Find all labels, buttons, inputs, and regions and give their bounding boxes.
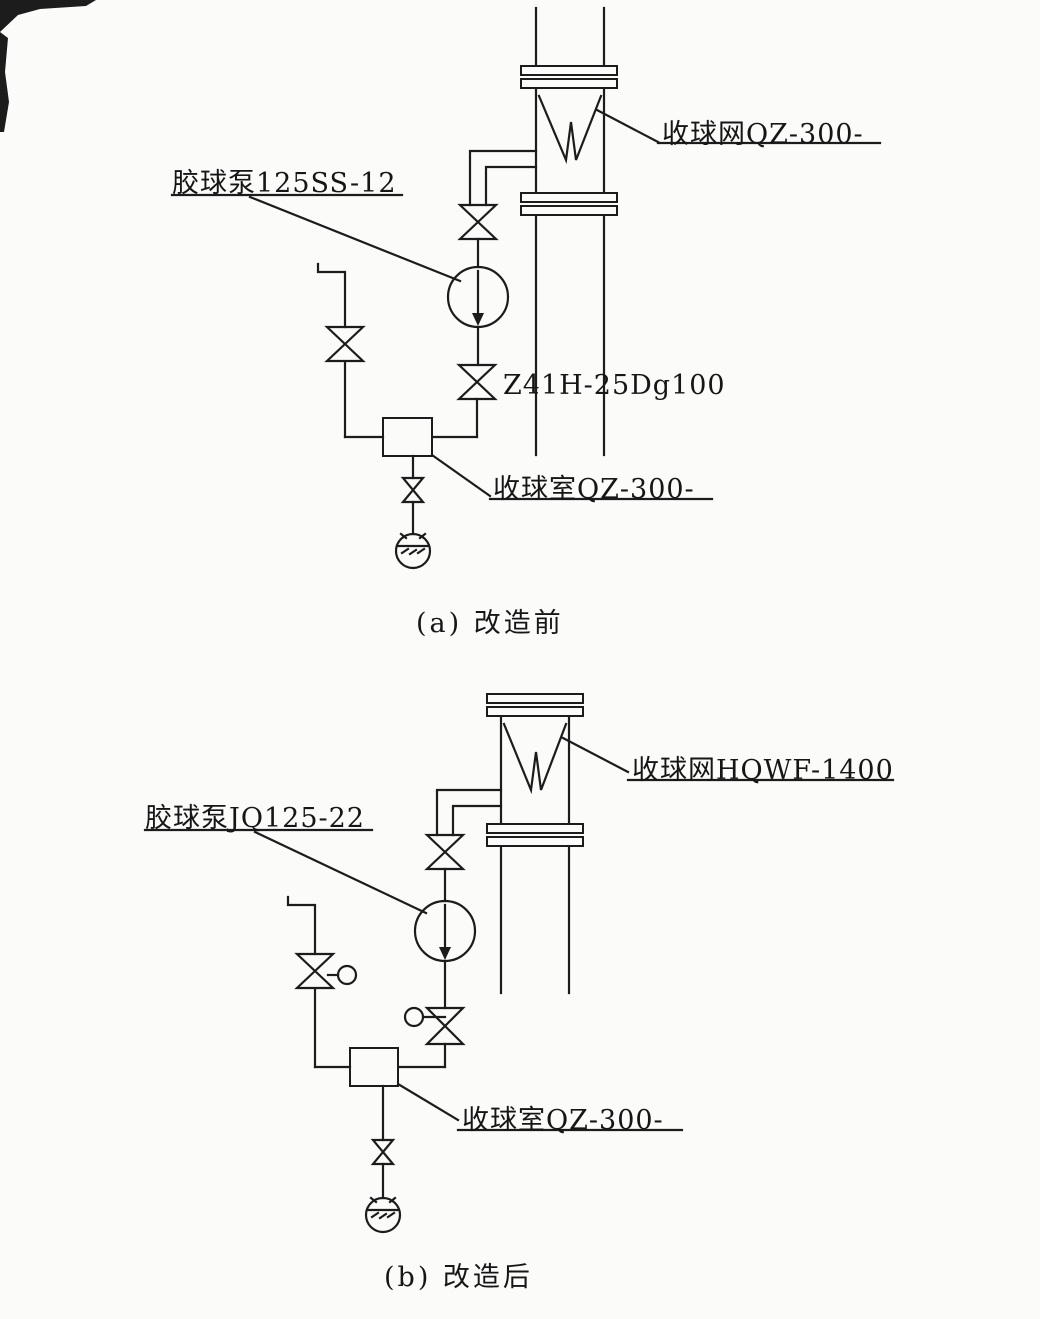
figure-b-caption: (b) 改造后	[384, 1262, 533, 1293]
valve-icon	[424, 833, 466, 871]
left-branch-pipe	[316, 262, 385, 439]
pump-label-a: 胶球泵125SS-12	[172, 168, 397, 199]
net-label-a: 收球网QZ-300-	[662, 119, 864, 150]
ball-net-icon	[502, 722, 568, 795]
riser-pipe	[534, 6, 606, 457]
valve-icon	[294, 952, 336, 990]
chamber-label-a: 收球室QZ-300-	[493, 474, 695, 505]
ball-chamber-icon	[382, 417, 433, 457]
scan-artifact	[0, 0, 96, 132]
valve-model-label-a: Z41H-25Dg100	[503, 370, 726, 401]
gauge-icon	[403, 1006, 447, 1028]
leader-lines	[143, 736, 895, 1132]
chamber-label-b: 收球室QZ-300-	[462, 1105, 664, 1136]
figure-b-linework	[143, 693, 895, 1234]
drain-valve-icon	[400, 476, 426, 504]
valve-icon	[456, 363, 498, 401]
net-label-b: 收球网HQWF-1400	[632, 755, 894, 786]
gauge-icon	[326, 964, 358, 986]
valve-icon	[324, 325, 366, 363]
flange-icon	[520, 65, 618, 89]
branch-pipe	[435, 788, 503, 837]
drain-trap-icon	[364, 1196, 402, 1234]
pump-icon	[446, 265, 510, 329]
ball-chamber-icon	[349, 1047, 399, 1087]
valve-icon	[457, 203, 499, 241]
branch-pipe	[468, 149, 538, 207]
valve-icon	[424, 1006, 466, 1046]
flange-icon	[486, 693, 584, 717]
drain-valve-icon	[370, 1138, 396, 1166]
flange-icon	[520, 192, 618, 216]
pump-icon	[413, 899, 477, 963]
figure-a-linework	[170, 6, 882, 570]
figure-a-caption: (a) 改造前	[416, 608, 564, 639]
pump-label-b: 胶球泵JQ125-22	[145, 803, 365, 834]
flange-icon	[486, 823, 584, 847]
drain-trap-icon	[394, 532, 432, 570]
ball-net-icon	[537, 94, 603, 165]
left-branch-pipe	[286, 895, 352, 1069]
leader-lines	[170, 108, 882, 501]
